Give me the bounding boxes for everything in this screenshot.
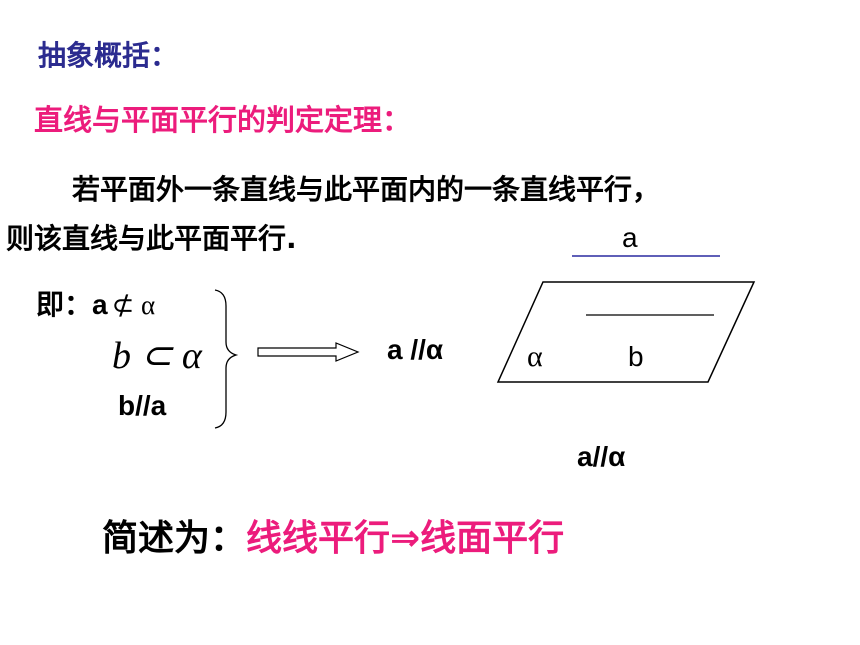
summary-prefix: 简述为： [102, 518, 247, 559]
plane-label: α [527, 340, 543, 373]
theorem-title: 直线与平面平行的判定定理： [34, 103, 412, 137]
implies-arrow [257, 342, 360, 362]
diagram-caption: a//α [577, 441, 626, 472]
theorem-text-line1: 若平面外一条直线与此平面内的一条直线平行， [72, 173, 661, 206]
premise-3: b//a [118, 390, 167, 421]
line-a-label: a [622, 222, 638, 253]
right-brace [214, 289, 239, 429]
summary: 简述为：线线平行⇒线面平行 [102, 509, 564, 561]
summary-content: 线线平行⇒线面平行 [246, 518, 565, 559]
plane-alpha [496, 281, 756, 383]
premise-label: 即： [36, 288, 93, 321]
theorem-text-line2: 则该直线与此平面平行. [6, 222, 297, 255]
line-b-label: b [628, 341, 644, 372]
premise-row-1: 即：a⊄ α [36, 283, 155, 323]
conclusion: a //α [387, 334, 444, 365]
premise-1-var: a [92, 289, 108, 320]
heading: 抽象概括： [38, 39, 179, 72]
premise-2: b ⊂ α [112, 335, 202, 377]
premise-1-symbol: ⊄ α [111, 290, 156, 320]
